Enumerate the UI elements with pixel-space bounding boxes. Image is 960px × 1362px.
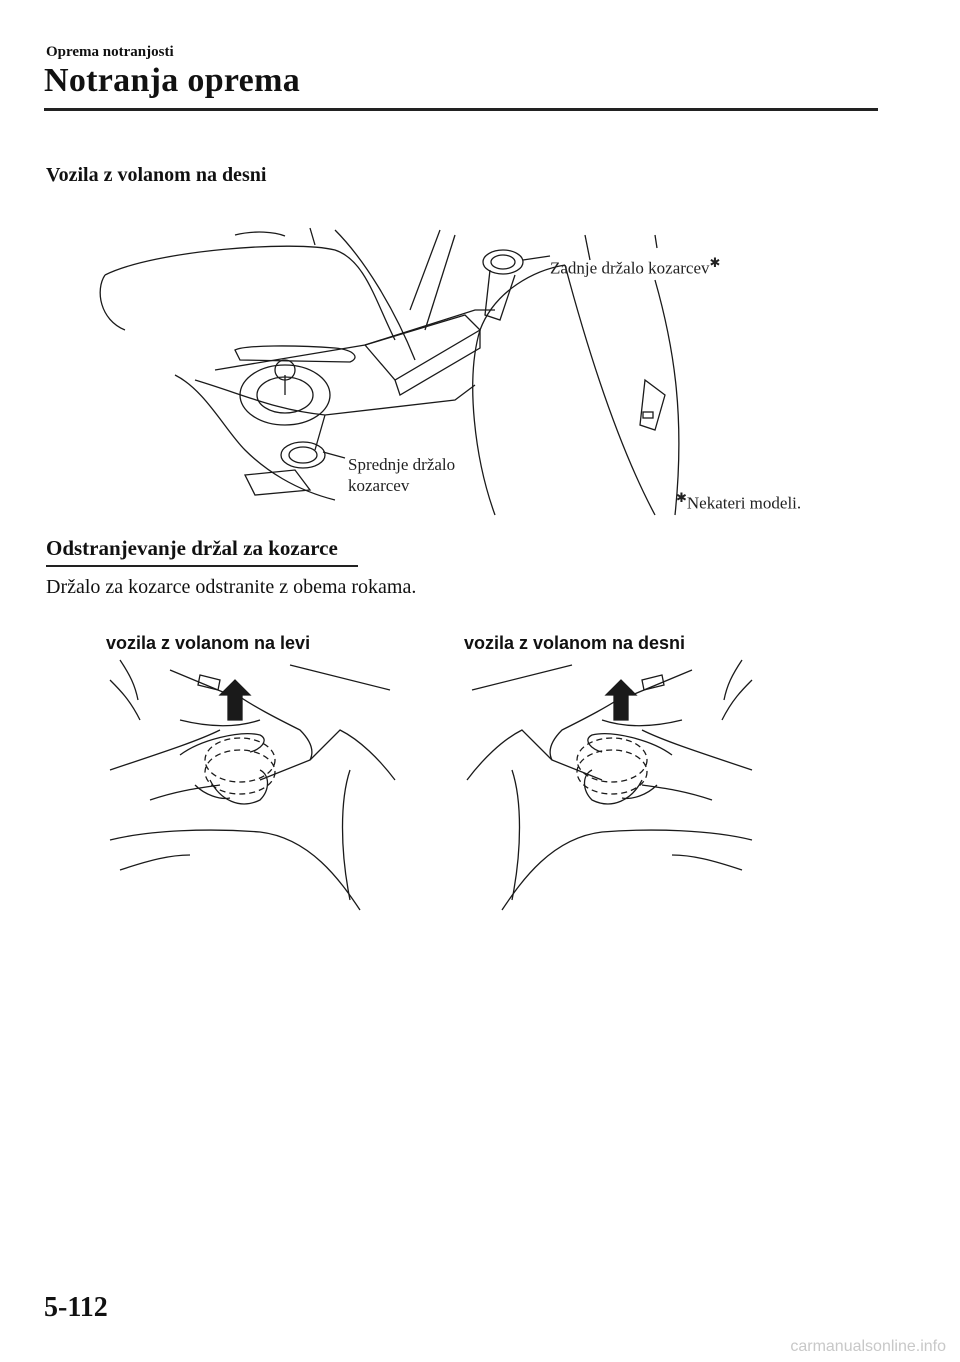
heading-underline: [46, 565, 358, 567]
label-right-hand-drive: vozila z volanom na desni: [464, 633, 686, 653]
label-rear-text: Zadnje držalo kozarcev: [550, 258, 710, 278]
asterisk-icon: ✱: [676, 490, 687, 505]
figure1-heading: Vozila z volanom na desni: [46, 164, 267, 186]
removal-illustration-right: [466, 659, 753, 911]
asterisk-icon: ✱: [709, 255, 721, 270]
label-front-line2: kozarcev: [348, 476, 410, 495]
label-left-hand-drive: vozila z volanom na levi: [106, 633, 311, 653]
removal-illustration-left: [109, 659, 396, 911]
section-heading: Odstranjevanje držal za kozarce: [46, 536, 338, 560]
console-illustration: [99, 227, 680, 516]
label-rear-cup-holder: Zadnje držalo kozarcev✱: [550, 252, 720, 279]
footnote-text: Nekateri modeli.: [686, 493, 802, 513]
title-divider: [44, 108, 878, 111]
instruction-text: Držalo za kozarce odstranite z obema rok…: [46, 576, 417, 598]
label-front-cup-holder: Sprednje držalo kozarcev: [348, 454, 455, 496]
page-number: 5-112: [44, 1292, 108, 1323]
label-front-line1: Sprednje držalo: [348, 455, 456, 474]
page-title: Notranja oprema: [44, 62, 300, 99]
section-name: Oprema notranjosti: [46, 44, 174, 60]
footnote: ✱Nekateri modeli.: [676, 487, 801, 514]
watermark: carmanualsonline.info: [790, 1338, 946, 1355]
